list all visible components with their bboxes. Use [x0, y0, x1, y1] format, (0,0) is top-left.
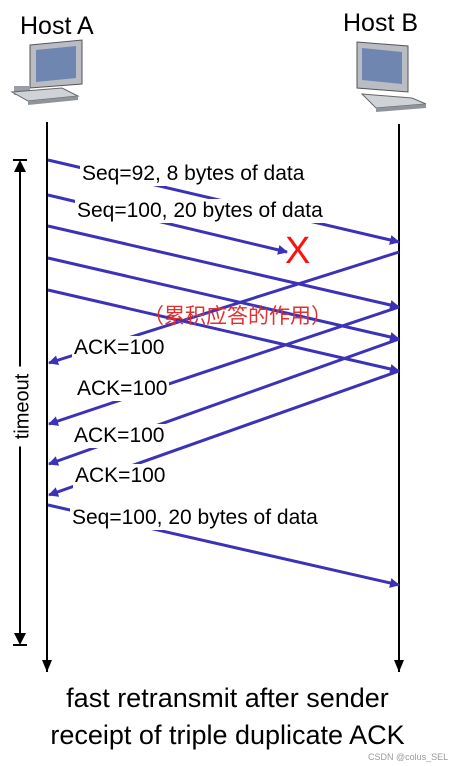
cumulative-ack-note: （累积应答的作用）: [143, 305, 332, 328]
loss-x-mark: X: [285, 230, 311, 272]
segment-3-arrow: [47, 224, 400, 310]
watermark: CSDN @colus_SEL: [368, 752, 449, 762]
seq100-label: Seq=100, 20 bytes of data: [75, 199, 325, 223]
ack-3-label: ACK=100: [72, 424, 167, 448]
ack-4-label: ACK=100: [73, 464, 168, 488]
ack-2-label: ACK=100: [75, 377, 170, 401]
caption-line-2: receipt of triple duplicate ACK: [50, 720, 405, 750]
host-a-computer-icon: [10, 39, 83, 105]
host-b-label: Host B: [343, 9, 419, 37]
retransmit-label: Seq=100, 20 bytes of data: [70, 506, 320, 530]
ack-1-label: ACK=100: [72, 336, 167, 360]
timeout-label: timeout: [11, 366, 35, 447]
caption-line-1: fast retransmit after sender: [66, 683, 389, 713]
ack-2-arrow: [48, 305, 400, 426]
seq92-label: Seq=92, 8 bytes of data: [80, 162, 307, 186]
segment-5-arrow: [47, 288, 400, 374]
host-b-computer-icon: [356, 41, 427, 112]
host-a-label: Host A: [20, 12, 94, 40]
